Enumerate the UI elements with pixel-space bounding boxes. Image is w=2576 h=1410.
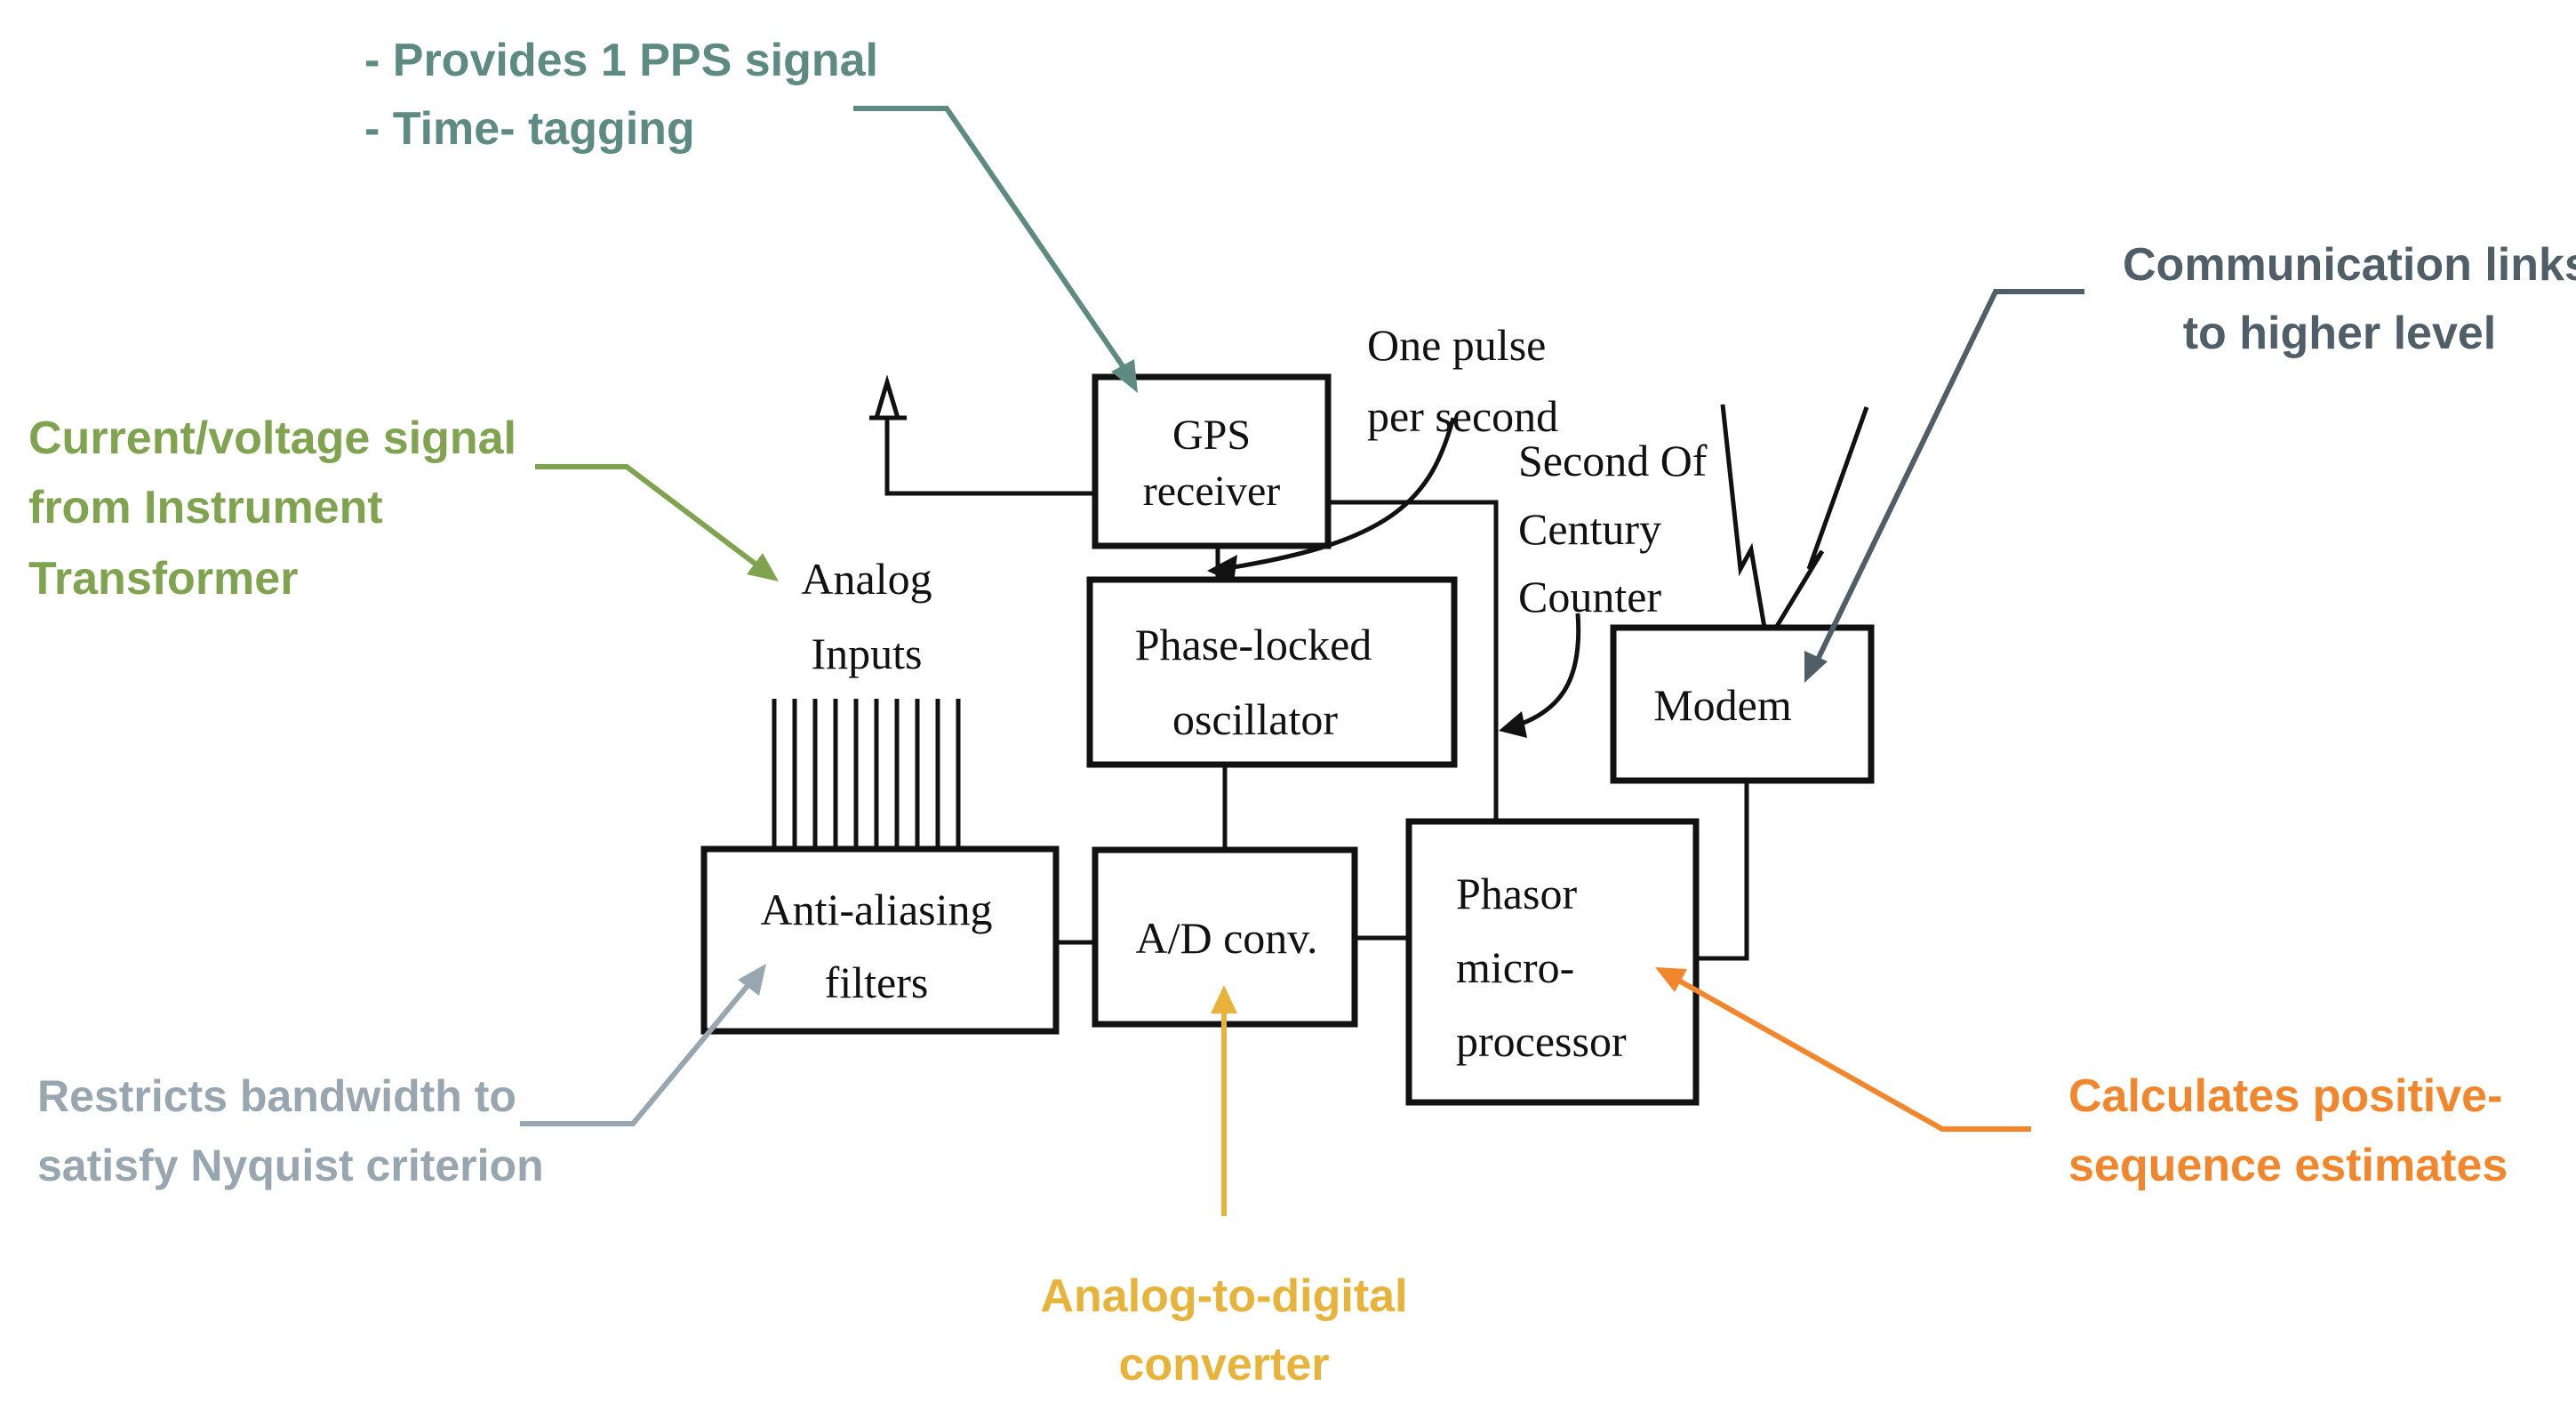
modem-lightning-icon: [1720, 404, 1869, 629]
phasor-microprocessor-block: Phasor micro- processor: [1405, 818, 1700, 1106]
input-note-line3: Transformer: [28, 553, 298, 605]
plo-label-line2: oscillator: [1172, 694, 1338, 744]
analog-label-line2: Inputs: [812, 629, 923, 678]
modem-label: Modem: [1653, 680, 1792, 730]
proc-note-line2: sequence estimates: [2068, 1140, 2508, 1191]
annotations: - Provides 1 PPS signal - Time- tagging …: [28, 35, 2576, 1390]
wiring: [884, 417, 1749, 961]
adc-note-line2: converter: [1119, 1339, 1330, 1390]
gps-to-processor-wire: [1329, 500, 1499, 821]
adc-note-arrowhead: [1211, 985, 1237, 1013]
input-note-line1: Current/voltage signal: [28, 413, 516, 464]
filter-note-line2: satisfy Nyquist criterion: [37, 1141, 544, 1190]
filter-note-leader: [520, 974, 758, 1126]
gps-note-line1: - Provides 1 PPS signal: [364, 35, 878, 86]
soc-label-line3: Counter: [1518, 572, 1661, 621]
analog-label-line1: Analog: [801, 554, 932, 604]
gps-label-line1: GPS: [1172, 412, 1251, 459]
comm-note-line2: to higher level: [2183, 308, 2497, 359]
soc-curve-arrow: [1510, 613, 1581, 730]
ad-converter-block: A/D conv.: [1092, 846, 1358, 1028]
aaf-label-line1: Anti-aliasing: [760, 885, 992, 934]
gps-label-line2: receiver: [1143, 468, 1281, 515]
analog-input-lines: [772, 699, 961, 846]
gps-note-arrowhead: [1111, 359, 1138, 393]
pps-curve-arrow: [1221, 417, 1456, 572]
pps-arrowhead: [1207, 555, 1237, 583]
proc-note-line1: Calculates positive-: [2068, 1070, 2502, 1122]
gps-note-leader: [853, 106, 1133, 380]
input-note-leader: [535, 464, 766, 573]
annotation-leaders: [520, 106, 2084, 1216]
comm-note-arrowhead: [1804, 651, 1828, 683]
gps-note-line2: - Time- tagging: [364, 103, 695, 155]
adc-note-line1: Analog-to-digital: [1040, 1270, 1407, 1322]
filter-note-arrowhead: [738, 964, 766, 996]
proc-label-line1: Phasor: [1456, 869, 1577, 918]
comm-note-leader: [1811, 289, 2084, 670]
signal-labels: One pulse per second Second Of Century C…: [801, 320, 1707, 678]
soc-label-line1: Second Of: [1518, 436, 1708, 485]
proc-label-line2: micro-: [1456, 942, 1574, 992]
plo-label-line1: Phase-locked: [1135, 620, 1372, 669]
gps-antenna-icon: [869, 374, 907, 421]
aaf-label-line2: filters: [825, 957, 929, 1007]
comm-note-line1: Communication links: [2123, 239, 2576, 291]
gps-antenna-wire: [884, 418, 1095, 496]
proc-label-line3: processor: [1456, 1016, 1627, 1066]
soc-arrowhead: [1499, 711, 1527, 738]
modem-to-processor-wire: [1696, 781, 1749, 961]
gps-receiver-block: GPS receiver: [1092, 373, 1332, 549]
modem-block: Modem: [1610, 624, 1875, 784]
proc-note-leader: [1669, 973, 2031, 1132]
adc-label: A/D conv.: [1135, 913, 1317, 963]
input-note-line2: from Instrument: [28, 482, 383, 533]
phase-locked-oscillator-block: Phase-locked oscillator: [1086, 576, 1458, 768]
pulse-label-line2: per second: [1367, 391, 1558, 441]
input-note-arrowhead: [747, 553, 779, 581]
anti-aliasing-filters-block: Anti-aliasing filters: [700, 845, 1060, 1035]
filter-note-line1: Restricts bandwidth to: [37, 1071, 516, 1121]
soc-label-line2: Century: [1518, 504, 1661, 554]
pulse-label-line1: One pulse: [1367, 320, 1546, 370]
proc-note-arrowhead: [1655, 967, 1687, 992]
